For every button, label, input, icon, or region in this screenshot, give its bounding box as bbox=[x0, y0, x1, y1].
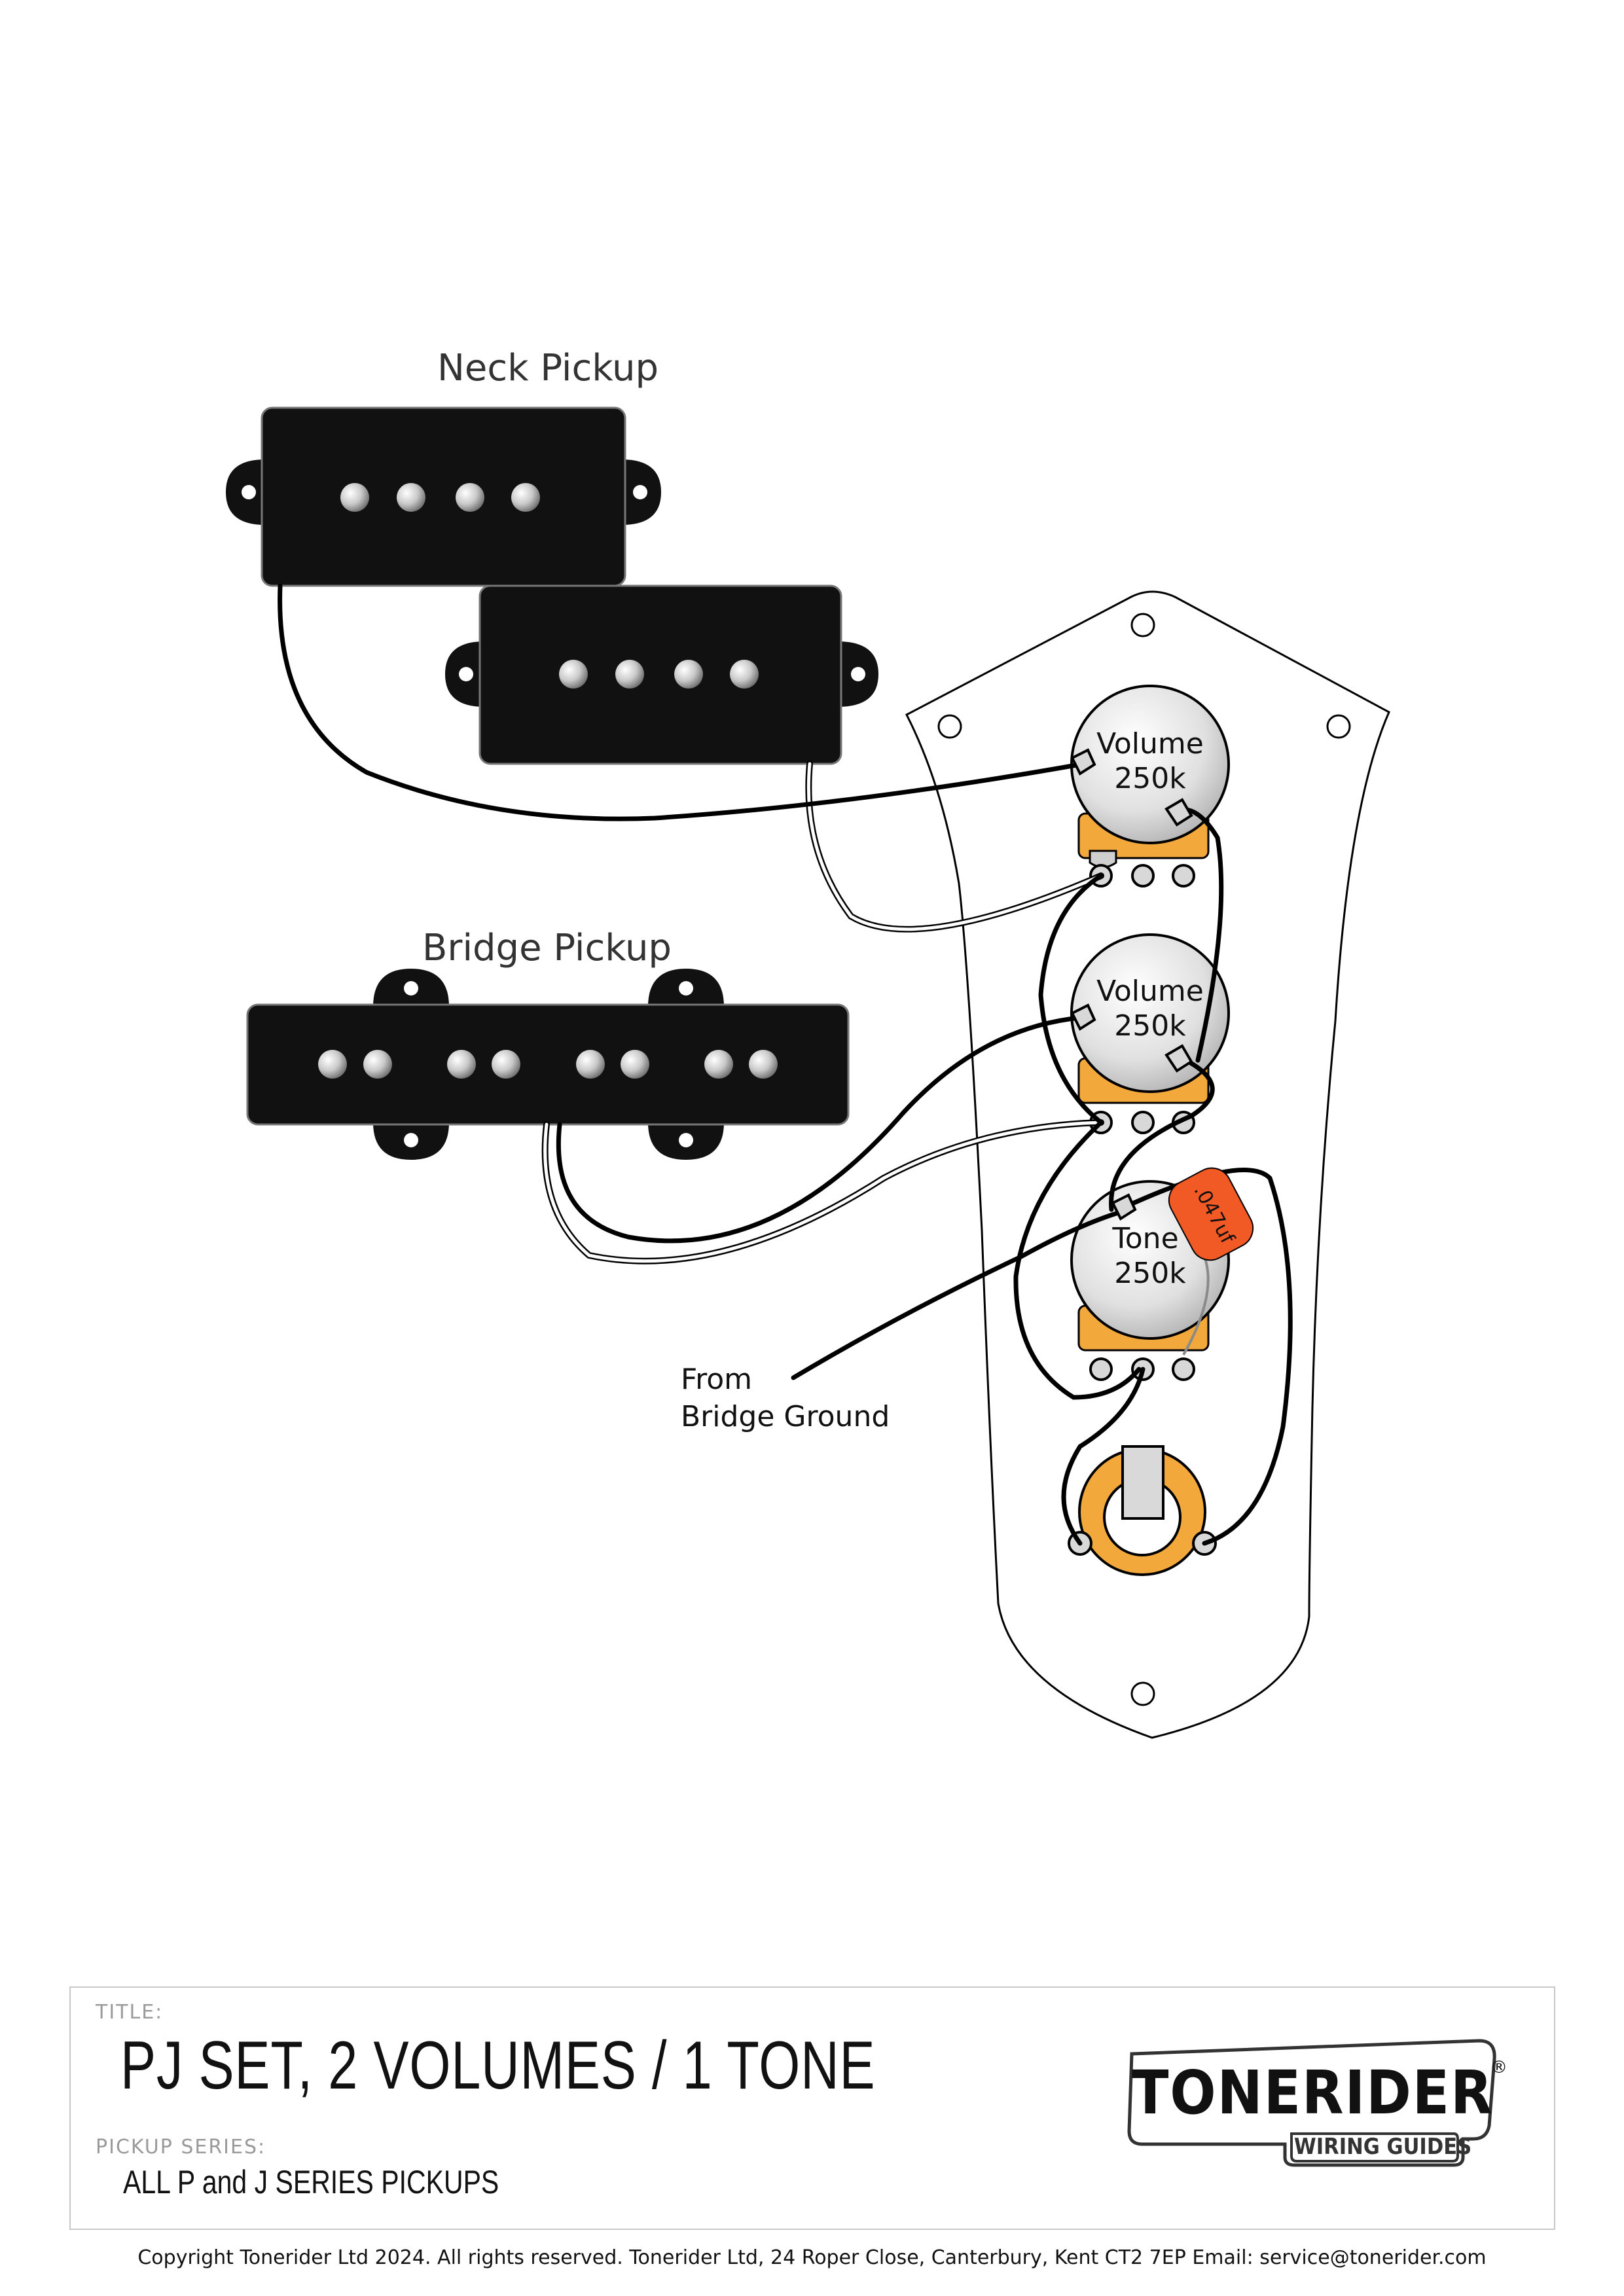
diagram-title: PJ SET, 2 VOLUMES / 1 TONE bbox=[120, 2028, 876, 2104]
title-block: TITLE: PJ SET, 2 VOLUMES / 1 TONE PICKUP… bbox=[69, 1986, 1555, 2230]
pickup-mount-hole bbox=[404, 1133, 418, 1147]
pickup-series-value: ALL P and J SERIES PICKUPS bbox=[123, 2164, 499, 2200]
pole-piece bbox=[559, 660, 588, 689]
pole-piece bbox=[674, 660, 703, 689]
pickup-series-caption: PICKUP SERIES: bbox=[96, 2136, 266, 2159]
pole-piece bbox=[318, 1050, 347, 1079]
bridge-hot-wire bbox=[556, 1015, 1083, 1244]
pole-piece bbox=[397, 483, 425, 512]
tone-ground-to-jack-sleeve-wire bbox=[1061, 1367, 1146, 1546]
vol2-ground-to-tone-jumper bbox=[1013, 1120, 1142, 1400]
pole-piece bbox=[511, 483, 540, 512]
neck-shield-wire bbox=[806, 762, 1103, 931]
neck-pickup-bottom-half bbox=[445, 584, 878, 765]
vol2-output-to-tone-wire bbox=[1109, 1056, 1215, 1212]
pickup-mount-hole bbox=[242, 485, 256, 499]
neck-pickup-label: Neck Pickup bbox=[437, 347, 659, 389]
pot-lug-eye bbox=[1089, 1357, 1113, 1381]
pot-lug-eye bbox=[1131, 1111, 1155, 1134]
logo-wordmark: TONERIDER bbox=[1132, 2058, 1494, 2128]
neck-pickup-top-half bbox=[226, 406, 661, 587]
volume-pot-2-value: 250k bbox=[1114, 1009, 1186, 1043]
bridge-ground-note-line2: Bridge Ground bbox=[681, 1400, 890, 1433]
logo-badge-outline bbox=[1127, 2039, 1496, 2167]
vol1-output-wire bbox=[1176, 807, 1224, 1063]
logo-subtitle: WIRING GUIDES bbox=[1294, 2134, 1472, 2160]
plate-screw-hole bbox=[1326, 714, 1351, 739]
pickup-mount-hole bbox=[851, 667, 865, 681]
shield-wires bbox=[541, 761, 1104, 1265]
pot-solder-tab bbox=[1070, 1003, 1096, 1031]
pickup-mount-hole bbox=[633, 485, 647, 499]
neck-hot-wire bbox=[278, 583, 1083, 821]
pickup-mount-hole bbox=[459, 667, 473, 681]
vol1-ground-jumper bbox=[1038, 873, 1104, 1125]
pot-lug-eye bbox=[1172, 1357, 1195, 1381]
pickup-mount-hole bbox=[679, 1133, 693, 1147]
pot-solder-tab bbox=[1111, 1193, 1137, 1221]
bridge-ground-note-line1: From bbox=[681, 1363, 753, 1396]
pot-solder-tab bbox=[1164, 1044, 1193, 1073]
pole-piece bbox=[704, 1050, 733, 1079]
bridge-ground-wire bbox=[791, 1208, 1127, 1380]
tone-pot-name: Tone bbox=[1112, 1222, 1179, 1255]
pickup-mount-hole bbox=[679, 981, 693, 996]
capacitor-body bbox=[1168, 1167, 1254, 1261]
bridge-pickup-label: Bridge Pickup bbox=[422, 927, 672, 969]
bridge-pickup bbox=[246, 969, 850, 1160]
pot-solder-tab bbox=[1164, 798, 1193, 827]
tone-pot-value: 250k bbox=[1114, 1257, 1186, 1290]
tone-to-jack-tip-wire bbox=[1117, 1168, 1293, 1546]
plate-screw-hole bbox=[1130, 1681, 1155, 1706]
plate-screw-hole bbox=[1130, 613, 1155, 637]
pot-lug-eye bbox=[1131, 864, 1155, 888]
bridge-shield-wire bbox=[543, 1121, 1103, 1263]
pole-piece bbox=[363, 1050, 392, 1079]
pot-lug-eye bbox=[1172, 864, 1195, 888]
pole-piece bbox=[730, 660, 759, 689]
output-jack bbox=[1068, 1445, 1217, 1576]
pickup-cover bbox=[261, 406, 626, 587]
pole-piece bbox=[447, 1050, 476, 1079]
pole-piece bbox=[492, 1050, 520, 1079]
volume-pot-1-value: 250k bbox=[1114, 762, 1186, 795]
pole-piece bbox=[615, 660, 644, 689]
jack-tip-spring bbox=[1121, 1445, 1164, 1520]
pole-piece bbox=[749, 1050, 778, 1079]
copyright-footer: Copyright Tonerider Ltd 2024. All rights… bbox=[137, 2246, 1487, 2269]
volume-pot-2-name: Volume bbox=[1096, 975, 1204, 1008]
pole-piece bbox=[621, 1050, 649, 1079]
pole-piece bbox=[576, 1050, 605, 1079]
hookup-wires bbox=[278, 583, 1293, 1546]
control-plate bbox=[905, 590, 1390, 1739]
tonerider-logo: TONERIDER ® WIRING GUIDES bbox=[1123, 2034, 1515, 2178]
pole-piece bbox=[340, 483, 369, 512]
plate-screw-hole bbox=[937, 714, 962, 739]
pole-piece bbox=[456, 483, 484, 512]
pickup-mount-hole bbox=[404, 981, 418, 996]
logo-registered-mark: ® bbox=[1490, 2058, 1507, 2077]
tone-capacitor: .047uf bbox=[1168, 1167, 1254, 1355]
volume-pot-1-name: Volume bbox=[1096, 727, 1204, 761]
pickup-cover bbox=[478, 584, 842, 765]
pot-solder-tab bbox=[1070, 748, 1096, 776]
title-caption: TITLE: bbox=[96, 2001, 164, 2024]
